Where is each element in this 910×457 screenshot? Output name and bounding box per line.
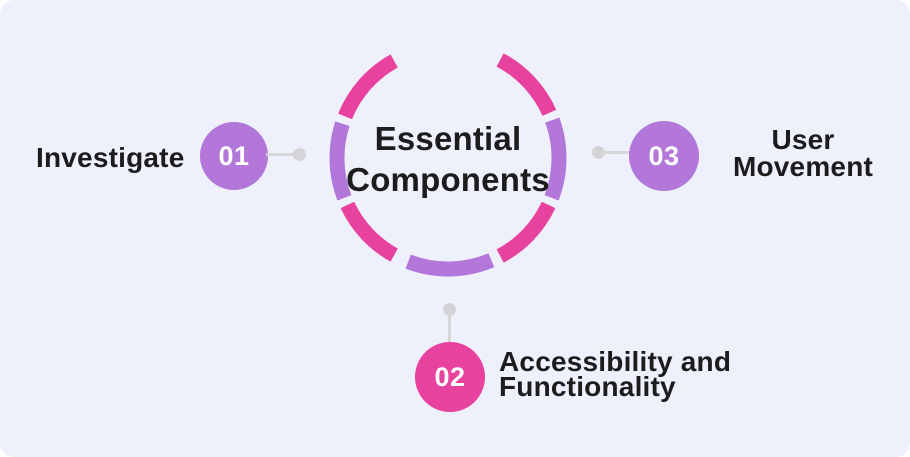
item-2-number-badge: 02 [415, 342, 485, 412]
item-3-connector-line [601, 151, 631, 154]
ring-segment-pink [340, 201, 399, 262]
item-1-number-badge: 01 [200, 122, 268, 190]
item-1-connector-line [266, 153, 299, 156]
item-1-label: Investigate [36, 142, 185, 173]
item-3-number: 03 [648, 140, 680, 171]
item-3-connector-dot [592, 146, 605, 159]
item-1-connector-dot [293, 148, 306, 161]
item-2-connector-line [448, 314, 451, 344]
ring-segment-pink [496, 53, 557, 117]
ring-segment-pink [338, 54, 399, 120]
item-2-number: 02 [434, 361, 466, 392]
segmented-ring-chart [329, 53, 567, 277]
item-3-number-badge: 03 [629, 121, 699, 191]
ring-segment-purple [405, 253, 495, 277]
item-1-number: 01 [218, 140, 250, 171]
item-2-label: Accessibility and Functionality [499, 346, 732, 402]
ring-segment-purple [329, 121, 352, 201]
center-title-line2: Components [346, 161, 550, 198]
center-title-line1: Essential [374, 120, 522, 157]
center-title: Essential Components [308, 118, 588, 200]
ring-segment-pink [496, 201, 556, 263]
ring-segment-purple [544, 117, 567, 201]
item-3-label: User Movement [732, 124, 874, 182]
item-2-connector-dot [443, 303, 456, 316]
